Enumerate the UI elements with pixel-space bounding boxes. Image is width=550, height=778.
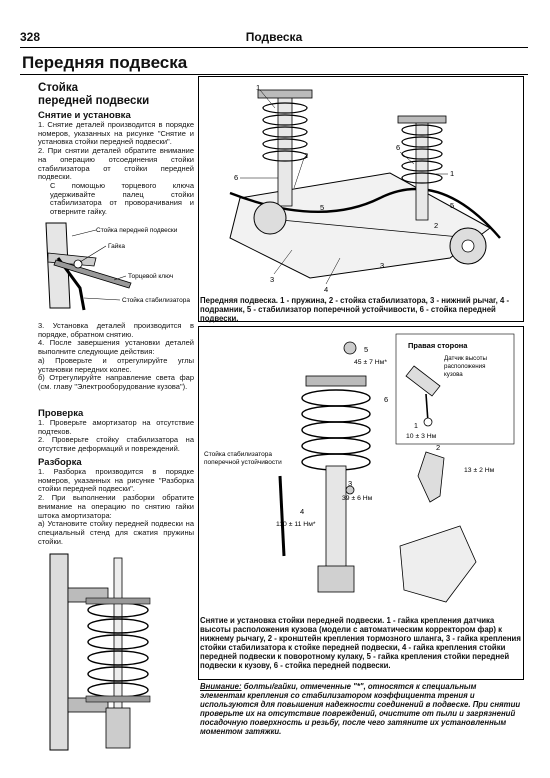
dis-p2a: а) Установите стойку передней подвески н… [38,519,194,546]
coil-spring [87,602,149,698]
left-strut [257,89,313,207]
right-side-label: Правая сторона [408,341,468,350]
check-p1: 1. Проверьте амортизатор на отсутствие п… [38,418,194,436]
check-section: Проверка 1. Проверьте амортизатор на отс… [38,406,194,454]
fig-top-caption: Передняя подвеска. 1 - пружина, 2 - стой… [200,296,510,323]
callout-2: 2 [436,443,440,452]
torque-2: 13 ± 2 Нм [464,467,495,474]
callout-6-right: 6 [396,143,400,152]
callout-5-right: 5 [450,201,454,210]
socket-wrench [53,259,132,289]
removal-heading: Снятие и установка [38,110,131,121]
sensor-label-l2: расположения [444,363,486,370]
check-heading: Проверка [38,408,84,419]
note-label: Внимание: [200,682,242,691]
disassembly-heading: Разборка [38,457,82,468]
steering-knuckle [399,525,477,603]
callout-6: 6 [234,173,238,182]
torque-5: 45 ± 7 Нм* [354,359,387,366]
removal-p1: 1. Снятие деталей производится в порядке… [38,120,194,147]
label-strut: Стойка передней подвески [96,226,178,234]
dis-p1: 1. Разборка производится в порядке номер… [38,467,194,494]
top-nut [343,341,357,355]
removal-p2: 2. При снятии деталей обратите внимание … [38,146,194,182]
spring-compressor-figure [49,553,151,751]
callout-1-right: 1 [450,169,454,178]
callout-3: 3 [348,479,352,488]
note-text: болты/гайки, отмеченные "*", относятся к… [200,682,521,736]
inset-callout-1: 1 [414,423,418,430]
sensor-label-l1: Датчик высоты [444,355,487,362]
fig-top-frame [198,76,524,322]
sensor-label-l3: кузова [444,371,463,378]
callout-5: 5 [320,203,324,212]
title-rule [20,74,528,75]
page-number: 328 [20,30,41,44]
callout-4: 4 [300,507,304,516]
torque-4: 110 ± 11 Нм* [276,521,316,528]
install-p4: 4. После завершения установки деталей вы… [38,338,194,357]
fig-mid-caption: Снятие и установка стойки передней подве… [200,616,521,670]
inset-box [395,333,515,445]
torque-1: 10 ± 3 Нм [406,433,437,440]
stab-link-label-l2: поперечной устойчивости [204,458,282,466]
removal-p3: С помощью торцевого ключа удерживайте па… [50,180,194,217]
brake-hose-bracket [417,451,445,503]
callout-5: 5 [364,345,368,354]
label-stab-link: Стойка стабилизатора [122,296,190,304]
main-title: Передняя подвеска [22,53,188,72]
callout-1: 1 [256,83,260,92]
install-section: 3. Установка деталей производится в поря… [38,321,194,392]
callout-3: 3 [270,275,274,284]
callout-2-right: 2 [434,221,438,230]
left-hub [253,201,287,235]
front-suspension-figure: 1 2 3 4 5 6 1 6 5 2 3 [229,83,501,294]
subtitle-line1: Стойка [38,82,79,94]
subtitle-line2: передней подвески [38,95,150,107]
callout-6: 6 [384,395,388,404]
dis-p2: 2. При выполнении разборки обратите вним… [38,493,194,520]
stab-link-wrench-figure: Стойка передней подвески Гайка Торцевой … [36,218,194,314]
strut-removal-figure: Правая сторона Датчик высоты расположени… [204,333,515,603]
callout-2: 2 [304,151,308,160]
strut-assembly [301,375,371,593]
stand-frame [49,553,69,751]
attention-note: Внимание: болты/гайки, отмеченные "*", о… [200,682,522,736]
stab-link-label-l1: Стойка стабилизатора [204,450,272,458]
stab-link [278,475,286,557]
check-p2: 2. Проверьте стойку стабилизатора на отс… [38,435,194,454]
install-p4a: а) Проверьте и отрегулируйте углы устано… [38,355,194,374]
fig-mid-frame [198,326,524,680]
label-wrench: Торцевой ключ [128,272,173,280]
page-header: 328 Подвеска [20,28,528,48]
label-nut: Гайка [108,242,125,250]
callout-4: 4 [324,285,328,294]
height-sensor [405,365,441,397]
install-p4b: б) Отрегулируйте направление света фар (… [38,373,194,391]
running-title: Подвеска [245,30,303,44]
callout-3-right: 3 [380,261,384,270]
torque-3: 39 ± 6 Нм [342,495,373,502]
right-strut [397,115,447,221]
disassembly-section: Разборка 1. Разборка производится в поря… [38,455,194,546]
removal-section: Стойка передней подвески Снятие и устано… [38,82,194,217]
install-p3: 3. Установка деталей производится в поря… [38,321,194,339]
